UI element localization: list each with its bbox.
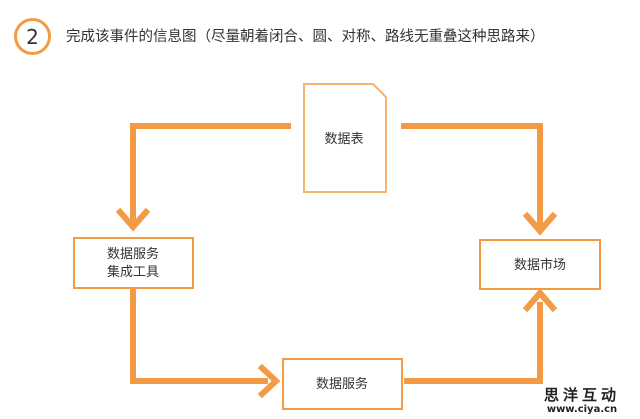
step-number: 2	[26, 24, 39, 49]
connector-table-to-integration	[130, 123, 291, 222]
node-data-table: 数据表	[303, 83, 387, 193]
instruction-heading: 完成该事件的信息图（尽量朝着闭合、圆、对称、路线无重叠这种思路来）	[66, 29, 545, 45]
node-data-service: 数据服务	[282, 358, 403, 410]
arrowhead-down-right	[522, 211, 558, 236]
arrowhead-right-bottom	[257, 363, 281, 399]
node-label-data-market: 数据市场	[514, 257, 566, 273]
header: 2 完成该事件的信息图（尽量朝着闭合、圆、对称、路线无重叠这种思路来）	[0, 0, 640, 70]
arrowhead-down-left	[115, 207, 151, 232]
node-integration-tool: 数据服务 集成工具	[73, 237, 194, 289]
watermark-url: www.ciya.cn	[546, 404, 618, 415]
node-label-integration-line1: 数据服务	[107, 246, 159, 262]
node-label-integration-line2: 集成工具	[107, 264, 159, 280]
watermark: 思洋互动 www.ciya.cn	[530, 388, 634, 415]
arrowhead-up-right	[522, 288, 558, 313]
step-number-badge: 2	[14, 18, 51, 55]
document-shape	[303, 83, 387, 193]
connector-service-to-market	[404, 302, 543, 384]
node-label-data-service: 数据服务	[316, 376, 368, 392]
connector-table-to-market	[401, 123, 543, 226]
node-data-market: 数据市场	[479, 239, 601, 290]
node-label-data-table: 数据表	[324, 132, 363, 147]
watermark-brand: 思洋互动	[543, 386, 620, 404]
connector-integration-to-service	[130, 289, 268, 384]
